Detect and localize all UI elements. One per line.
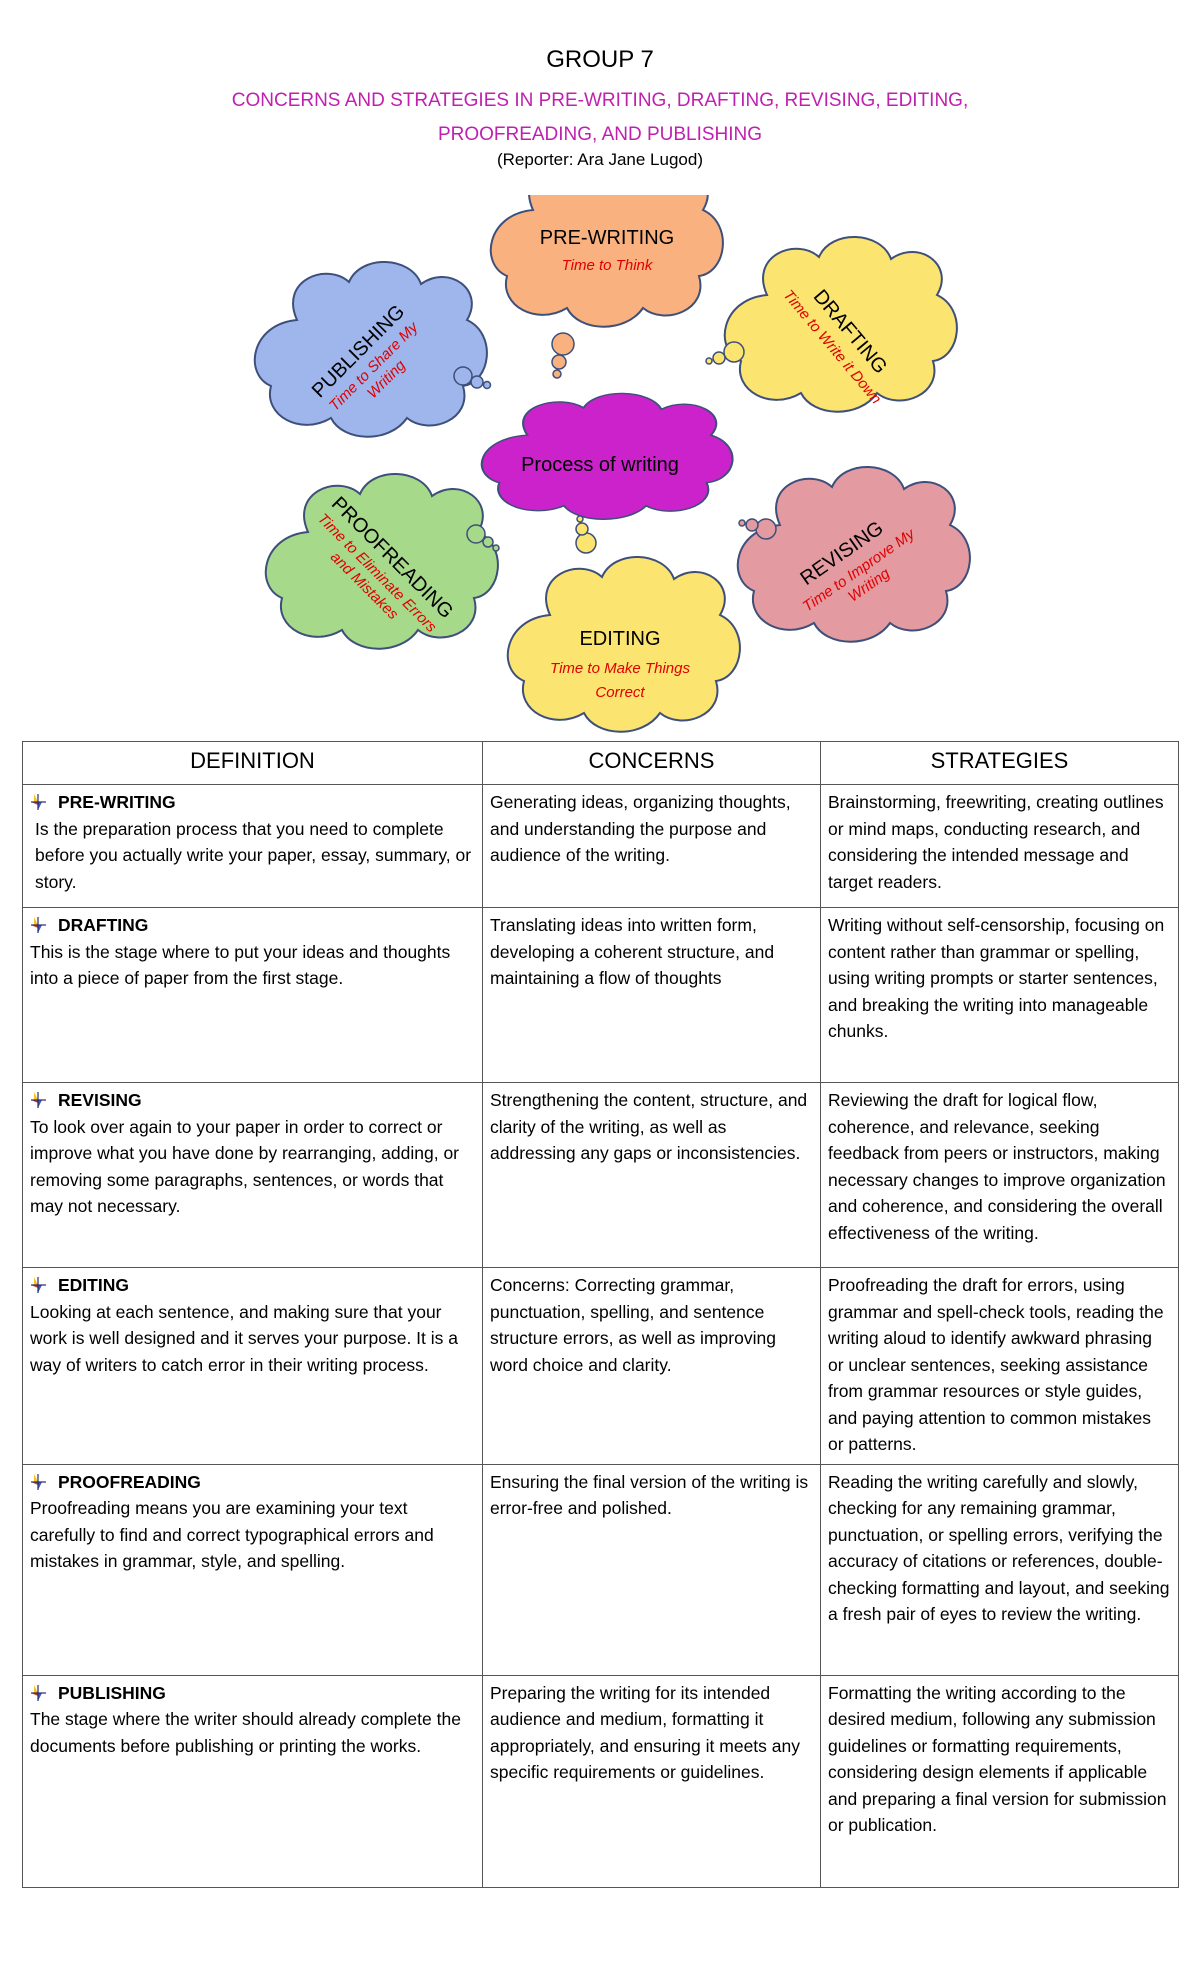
definition-text: Looking at each sentence, and making sur… [30, 1301, 458, 1375]
table-row: PRE-WRITING Is the preparation process th… [22, 784, 1179, 908]
group-title: GROUP 7 [546, 46, 654, 73]
thought-bubble [738, 519, 746, 527]
thought-bubble [723, 341, 745, 363]
arrow-bullet-icon [30, 1091, 48, 1109]
strategies-cell: Formatting the writing according to the … [820, 1674, 1179, 1888]
stage-name: EDITING [58, 1275, 129, 1295]
table-row: PROOFREADING Proofreading means you are e… [22, 1463, 1179, 1676]
thought-bubble [552, 369, 562, 379]
thought-bubble [482, 380, 492, 390]
arrow-bullet-icon [30, 1473, 48, 1491]
definition-cell: PROOFREADING Proofreading means you are e… [22, 1463, 483, 1676]
thought-bubble [551, 332, 575, 356]
thought-bubble [551, 354, 567, 370]
definition-cell: DRAFTING This is the stage where to put y… [22, 907, 483, 1083]
stage-heading: EDITING [30, 1272, 475, 1299]
cloud-editing: EDITING Time to Make Things Correct [506, 515, 741, 733]
cloud-subtitle: Time to Make Things [550, 660, 690, 677]
table-row: REVISING To look over again to your paper… [22, 1082, 1179, 1268]
strategies-cell: Proofreading the draft for errors, using… [820, 1267, 1179, 1465]
arrow-bullet-icon [30, 1276, 48, 1294]
arrow-bullet-icon [30, 916, 48, 934]
arrow-bullet-icon [30, 1684, 48, 1702]
definition-cell: REVISING To look over again to your paper… [22, 1082, 483, 1268]
definition-text: The stage where the writer should alread… [30, 1709, 461, 1756]
definition-text: To look over again to your paper in orde… [30, 1116, 460, 1217]
stage-heading: REVISING [30, 1087, 475, 1114]
stage-name: REVISING [58, 1090, 142, 1110]
table-row: DRAFTING This is the stage where to put y… [22, 907, 1179, 1083]
header-concerns: CONCERNS [482, 741, 821, 785]
writing-process-diagram: PRE-WRITING Time to Think DRAFTING Time … [253, 195, 971, 733]
strategies-cell: Reading the writing carefully and slowly… [820, 1463, 1179, 1676]
definition-cell: EDITING Looking at each sentence, and mak… [22, 1267, 483, 1465]
concerns-cell: Generating ideas, organizing thoughts, a… [482, 784, 821, 908]
concerns-cell: Strengthening the content, structure, an… [482, 1082, 821, 1268]
cloud-subtitle: Time to Think [562, 257, 654, 274]
strategies-cell: Writing without self-censorship, focusin… [820, 907, 1179, 1083]
header-definition: DEFINITION [22, 741, 483, 785]
stage-name: DRAFTING [58, 915, 149, 935]
thought-bubble [453, 366, 473, 386]
definition-cell: PUBLISHING The stage where the writer sho… [22, 1674, 483, 1888]
stage-name: PROOFREADING [58, 1471, 201, 1492]
thought-bubble [492, 544, 500, 552]
cloud-revising: REVISING Time to Improve My Writing [736, 465, 971, 643]
stage-name: PUBLISHING [58, 1682, 166, 1703]
cloud-subtitle: Correct [595, 684, 645, 701]
reporter-line: (Reporter: Ara Jane Lugod) [496, 150, 703, 169]
definition-text: Is the preparation process that you need… [35, 818, 472, 892]
definition-text: This is the stage where to put your idea… [30, 941, 451, 989]
strategies-cell: Reviewing the draft for logical flow, co… [820, 1082, 1179, 1268]
table-row: PUBLISHING The stage where the writer sho… [22, 1674, 1179, 1888]
concerns-cell: Concerns: Correcting grammar, punctuatio… [482, 1267, 821, 1465]
strategies-cell: Brainstorming, freewriting, creating out… [820, 784, 1179, 908]
cloud-drafting: DRAFTING Time to Write it Down [705, 235, 958, 413]
concerns-cell: Preparing the writing for its intended a… [482, 1674, 821, 1888]
thought-bubble [576, 515, 584, 523]
stage-heading: DRAFTING [30, 912, 475, 939]
table-row: EDITING Looking at each sentence, and mak… [22, 1267, 1179, 1465]
stage-heading: PUBLISHING [30, 1680, 475, 1707]
stage-heading: PROOFREADING [30, 1469, 475, 1496]
cloud-pre-writing: PRE-WRITING Time to Think [489, 195, 724, 379]
thought-bubble [470, 375, 484, 389]
document-title: CONCERNS AND STRATEGIES IN PRE-WRITING, … [150, 84, 1050, 152]
cloud-title: PRE-WRITING [540, 227, 674, 249]
concerns-cell: Translating ideas into written form, dev… [482, 907, 821, 1083]
header-strategies: STRATEGIES [820, 741, 1179, 785]
thought-bubble [482, 536, 494, 548]
table-header-row: DEFINITION CONCERNS STRATEGIES [22, 741, 1179, 785]
thought-bubble [466, 524, 486, 544]
thought-bubble [705, 357, 713, 365]
title-line-1: CONCERNS AND STRATEGIES IN PRE-WRITING, … [231, 90, 969, 111]
definition-cell: PRE-WRITING Is the preparation process th… [22, 784, 483, 908]
concerns-cell: Ensuring the final version of the writin… [482, 1463, 821, 1676]
title-line-2: PROOFREADING, AND PUBLISHING [437, 124, 763, 145]
thought-bubble [712, 351, 726, 365]
thought-bubble [755, 518, 777, 540]
stage-heading: PRE-WRITING [30, 789, 475, 816]
center-label: Process of writing [521, 454, 679, 476]
thought-bubble [745, 518, 759, 532]
definition-text: Proofreading means you are examining you… [30, 1498, 434, 1571]
cloud-proofreading: PROOFREADING Time to Eliminate Errors an… [264, 472, 500, 650]
stage-name: PRE-WRITING [58, 792, 176, 812]
thought-bubble [575, 532, 597, 554]
thought-bubble [575, 522, 589, 536]
cloud-title: EDITING [579, 628, 660, 650]
concerns-strategies-table: DEFINITION CONCERNS STRATEGIES PRE-WRITI… [22, 741, 1179, 1888]
arrow-bullet-icon [30, 793, 48, 811]
cloud-publishing: PUBLISHING Time to Share My Writing [253, 260, 492, 438]
